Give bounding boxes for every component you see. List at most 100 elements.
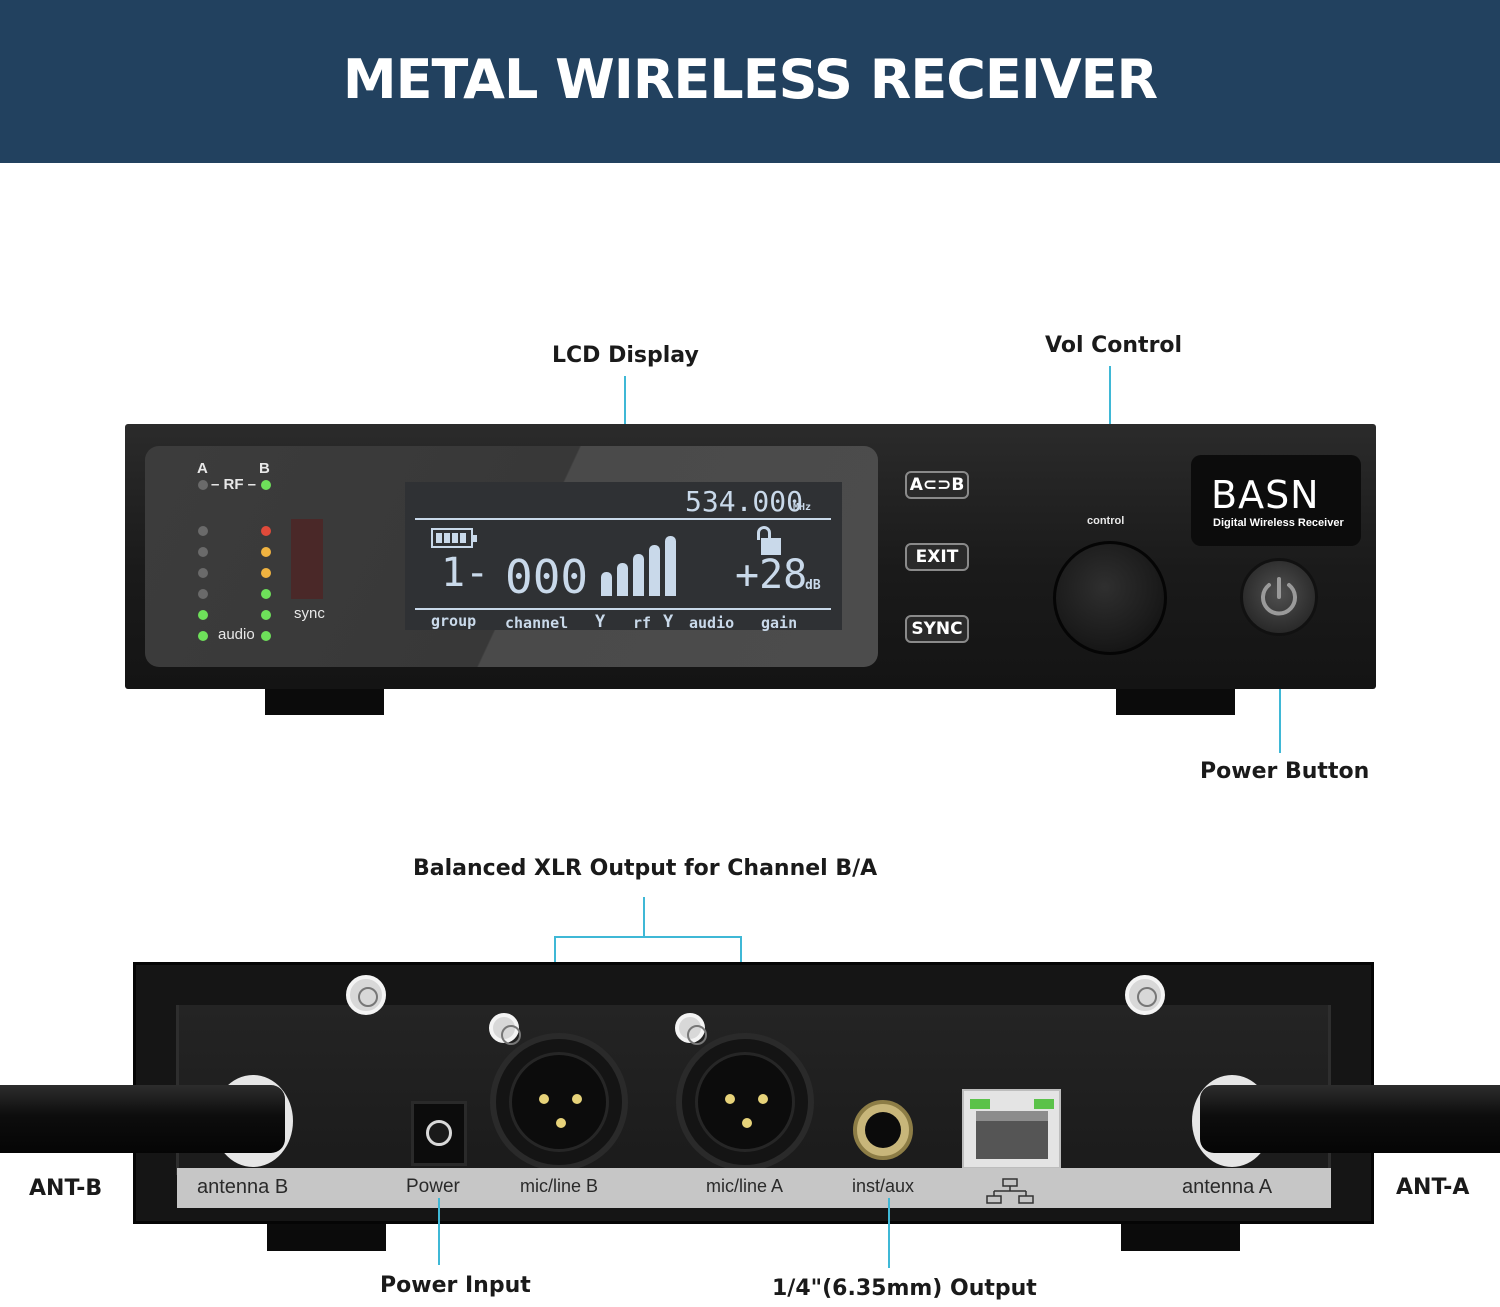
lcd-label-rf: rf	[633, 614, 652, 632]
power-jack-socket-icon	[426, 1120, 452, 1146]
callout-line-xlr-bracket	[554, 936, 741, 938]
lock-body-icon	[761, 538, 781, 555]
meter-a-led	[198, 631, 208, 641]
antenna-icon: Y	[663, 612, 674, 632]
lcd-gain-value: +28	[735, 552, 808, 598]
meter-a-led	[198, 547, 208, 557]
jack-socket-icon	[865, 1112, 901, 1148]
rf-led-a	[198, 480, 208, 490]
label-antenna-b: antenna B	[197, 1176, 289, 1198]
lcd-frequency: 534.000	[685, 485, 804, 518]
meter-b-led	[261, 589, 271, 599]
xlr-pin	[725, 1094, 735, 1104]
meter-b-led	[261, 526, 271, 536]
lcd-group-value: 1-	[441, 550, 490, 596]
rear-label-strip	[177, 1168, 1331, 1208]
callout-lcd-display: LCD Display	[552, 343, 699, 368]
label-power: Power	[406, 1176, 460, 1197]
rf-label-a: A	[197, 460, 208, 477]
lcd-screen: 534.000 MHz 1- 000 +28 dB group cha	[405, 482, 842, 632]
power-button[interactable]	[1240, 558, 1318, 636]
control-label: control	[1087, 515, 1125, 527]
callout-power-input: Power Input	[380, 1273, 531, 1298]
sync-indicator	[291, 519, 323, 599]
rf-led-b	[261, 480, 271, 490]
signal-bar	[601, 572, 612, 596]
front-foot-left	[265, 686, 384, 715]
callout-quarter-output: 1/4"(6.35mm) Output	[772, 1276, 1037, 1301]
antenna-icon: Y	[595, 612, 606, 632]
power-icon	[1261, 577, 1297, 616]
network-icon	[986, 1178, 1034, 1204]
antenna-b[interactable]	[0, 1085, 285, 1153]
ethernet-led-icon	[970, 1099, 990, 1109]
quarter-inch-jack[interactable]	[853, 1100, 913, 1160]
rear-foot-right	[1121, 1220, 1240, 1251]
rf-label-b: B	[259, 460, 270, 477]
lcd-label-group: group	[431, 612, 477, 630]
meter-a-led	[198, 526, 208, 536]
exit-button[interactable]: EXIT	[905, 543, 969, 571]
ethernet-port[interactable]	[962, 1089, 1061, 1169]
header-banner: METAL WIRELESS RECEIVER	[0, 0, 1500, 163]
signal-bar	[617, 563, 628, 596]
callout-line-xlr	[643, 897, 645, 937]
meter-b-led	[261, 568, 271, 578]
xlr-pin	[539, 1094, 549, 1104]
sync-button[interactable]: SYNC	[905, 615, 969, 643]
xlr-socket-icon	[509, 1052, 609, 1152]
antenna-a[interactable]	[1200, 1085, 1500, 1153]
battery-icon	[431, 528, 477, 548]
screw-icon	[489, 1013, 521, 1045]
volume-knob[interactable]	[1053, 541, 1167, 655]
lcd-bottom-rule	[415, 608, 831, 610]
meter-a-led	[198, 589, 208, 599]
brand-logo: BASN Digital Wireless Receiver	[1191, 455, 1361, 546]
rf-label: – RF –	[211, 476, 257, 493]
ethernet-led-icon	[1034, 1099, 1054, 1109]
callout-line-power-input	[438, 1198, 440, 1265]
lcd-label-channel: channel	[505, 614, 569, 632]
xlr-socket-icon	[695, 1052, 795, 1152]
xlr-pin	[758, 1094, 768, 1104]
lcd-frequency-unit: MHz	[793, 502, 812, 513]
xlr-pin	[556, 1118, 566, 1128]
ab-button[interactable]: A⊂⊃B	[905, 471, 969, 499]
callout-ant-b: ANT-B	[29, 1176, 103, 1201]
meter-b-led	[261, 631, 271, 641]
lcd-label-audio: audio	[689, 614, 735, 632]
lcd-gain-unit: dB	[805, 578, 821, 593]
meter-b-led	[261, 610, 271, 620]
meter-b-led	[261, 547, 271, 557]
xlr-pin	[742, 1118, 752, 1128]
callout-power-button: Power Button	[1200, 759, 1370, 784]
display-panel: A B – RF – audio sync 534.000 MHz	[145, 446, 878, 667]
xlr-output-a[interactable]	[676, 1033, 814, 1171]
lcd-label-gain: gain	[761, 614, 798, 632]
label-antenna-a: antenna A	[1182, 1176, 1273, 1198]
audio-label: audio	[218, 626, 255, 643]
rear-foot-left	[267, 1220, 386, 1251]
callout-ant-a: ANT-A	[1396, 1175, 1470, 1200]
sync-label: sync	[294, 605, 325, 622]
xlr-pin	[572, 1094, 582, 1104]
receiver-front-panel: A B – RF – audio sync 534.000 MHz	[125, 424, 1376, 689]
ethernet-socket-icon	[976, 1111, 1048, 1159]
meter-a-led	[198, 610, 208, 620]
screw-icon	[346, 975, 386, 1015]
brand-name: BASN	[1211, 473, 1320, 517]
screw-icon	[675, 1013, 707, 1045]
callout-xlr-output: Balanced XLR Output for Channel B/A	[413, 856, 878, 881]
front-foot-right	[1116, 686, 1235, 715]
lcd-channel-value: 000	[505, 550, 589, 604]
signal-bar	[665, 536, 676, 596]
callout-line-power	[1279, 638, 1281, 753]
unlock-icon	[757, 526, 771, 540]
power-jack[interactable]	[411, 1101, 467, 1166]
page-title: METAL WIRELESS RECEIVER	[342, 48, 1158, 111]
xlr-output-b[interactable]	[490, 1033, 628, 1171]
signal-bar	[633, 554, 644, 596]
brand-subtitle: Digital Wireless Receiver	[1213, 517, 1344, 529]
meter-a-led	[198, 568, 208, 578]
label-inst-aux: inst/aux	[852, 1176, 915, 1196]
